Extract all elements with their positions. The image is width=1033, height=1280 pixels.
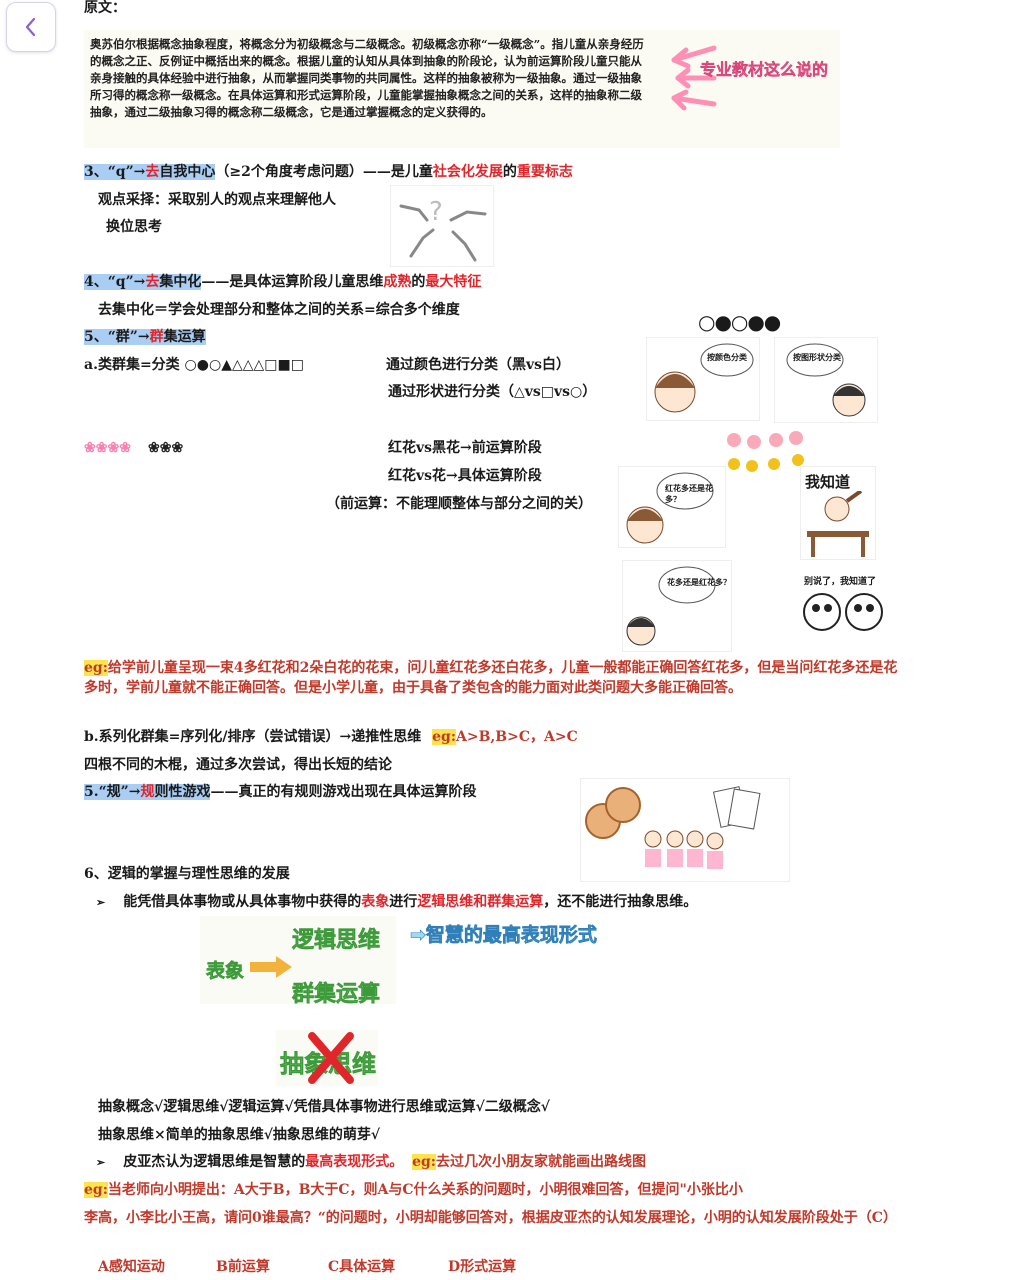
child-face-icon [626,472,714,544]
quote-text: 奥苏伯尔根据概念抽象程度，将概念分为初级概念与二级概念。初级概念亦称“一级概念”… [90,37,644,119]
section-3-title: 3、“q”→去自我中心（≥2个角度考虑问题）——是儿童社会化发展的重要标志 [84,164,573,180]
eg1-paragraph: eg:给学前儿童呈现一束4多红花和2朵白花的花束，问儿童红花多还白花多，儿童一般… [84,660,898,696]
flow-right-label: ➡智慧的最高表现形式 [410,924,598,947]
girl-face-icon [786,343,866,417]
child-thinking-picture-2: 按图形状分类 [774,337,878,423]
quote-box: 奥苏伯尔根据概念抽象程度，将概念分为初级概念与二级概念。初级概念亦称“一级概念”… [84,30,840,148]
raising-hand-child-icon [807,491,869,557]
check-line2: 抽象思维×简单的抽象思维√抽象思维的萌芽√ [98,1127,381,1143]
flowers-picture [724,430,810,476]
eg2-line1: eg:当老师向小明提出：A大于B，B大于C，则A与C什么关系的问题时，小明很难回… [84,1182,743,1198]
child-thinking-picture-3: 红花多还是花多？ [618,466,726,548]
s5-a1: 通过颜色进行分类（黑vs白） [386,357,571,373]
chess-cards-icon [585,786,761,869]
arrows-icon [671,45,717,111]
sb-line2: 四根不同的木棍，通过多次尝试，得出长短的结论 [84,757,392,773]
header-label: 原文： [84,0,126,16]
s3-line1: 观点采择：采取别人的观点来理解他人 [98,192,336,208]
s6-bullet1: ➢能凭借具体事物或从具体事物中获得的表象进行逻辑思维和群集运算，还不能进行抽象思… [96,894,698,910]
option-a: A感知运动 [98,1259,165,1275]
panda-meme-picture: 别说了，我知道了 [802,572,884,636]
perspective-illustration: ? [390,185,494,267]
i-know-picture: 我知道 [800,466,876,560]
abstract-thinking-crossed: 抽象思维 [276,1030,378,1086]
s5-f1: 红花vs黑花→前运算阶段 [388,440,542,456]
s4-line1: 去集中化＝学会处理部分和整体之间的关系=综合多个维度 [98,302,460,318]
child-thinking-picture-1: 按颜色分类 [646,337,760,421]
option-c: C具体运算 [328,1259,396,1275]
eg2-line2: 李高，小李比小王高，请问0谁最高？“的问题时，小明却能够回答对，根据皮亚杰的认知… [84,1210,897,1226]
girl-face-icon [626,566,716,646]
rule-games-illustration [580,778,790,882]
section-4-title: 4、“q”→去集中化——是具体运算阶段儿童思维成熟的最大特征 [84,274,482,290]
black-flowers: ❀❀❀ [148,440,184,456]
option-d: D形式运算 [448,1259,517,1275]
girl-thinking-picture: 花多还是红花多？ [622,560,732,652]
question-people-icon: ? [399,197,487,262]
arrow-right-icon [250,956,292,978]
chevron-left-icon [25,17,36,37]
section-5b-title: 5.“规”→规则性游戏——真正的有规则游戏出现在具体运算阶段 [84,784,477,800]
back-button[interactable] [6,2,56,52]
cross-mark-icon [308,1032,354,1084]
s5-a2: 通过形状进行分类（△vs□vs○） [388,384,597,400]
flow-diagram: 表象 逻辑思维 群集运算 [200,916,396,1004]
section-6-title: 6、逻辑的掌握与理性思维的发展 [84,866,290,882]
s5-f2: 红花vs花→具体运算阶段 [388,468,542,484]
pink-flowers: ❀❀❀❀ [84,440,131,456]
child-face-icon [654,343,754,413]
circles-row: ○●○●● [698,310,781,334]
panda-face-icon [803,593,883,631]
s6-bullet2: ➢皮亚杰认为逻辑思维是智慧的最高表现形式。 eg:去过几次小朋友家就能画出路线图 [96,1154,646,1170]
section-5-title: 5、“群”→群集运算 [84,329,206,345]
check-line1: 抽象概念√逻辑思维√逻辑运算√凭借具体事物进行思维或运算√二级概念√ [98,1099,551,1115]
s5-a-label: a.类群集=分类 ○●○▲△△△□■□ [84,357,304,373]
s5-f3: （前运算：不能理顺整体与部分之间的关） [326,496,592,512]
quote-tag: 专业教材这么说的 [700,60,829,79]
flower-icon [727,431,804,472]
s3-line2: 换位思考 [106,219,162,235]
option-b: B前运算 [216,1259,270,1275]
svg-text:?: ? [429,197,443,227]
sb-line1: b.系列化群集=序列化/排序（尝试错误）→递推性思维 eg:A>B,B>C，A>… [84,729,578,745]
